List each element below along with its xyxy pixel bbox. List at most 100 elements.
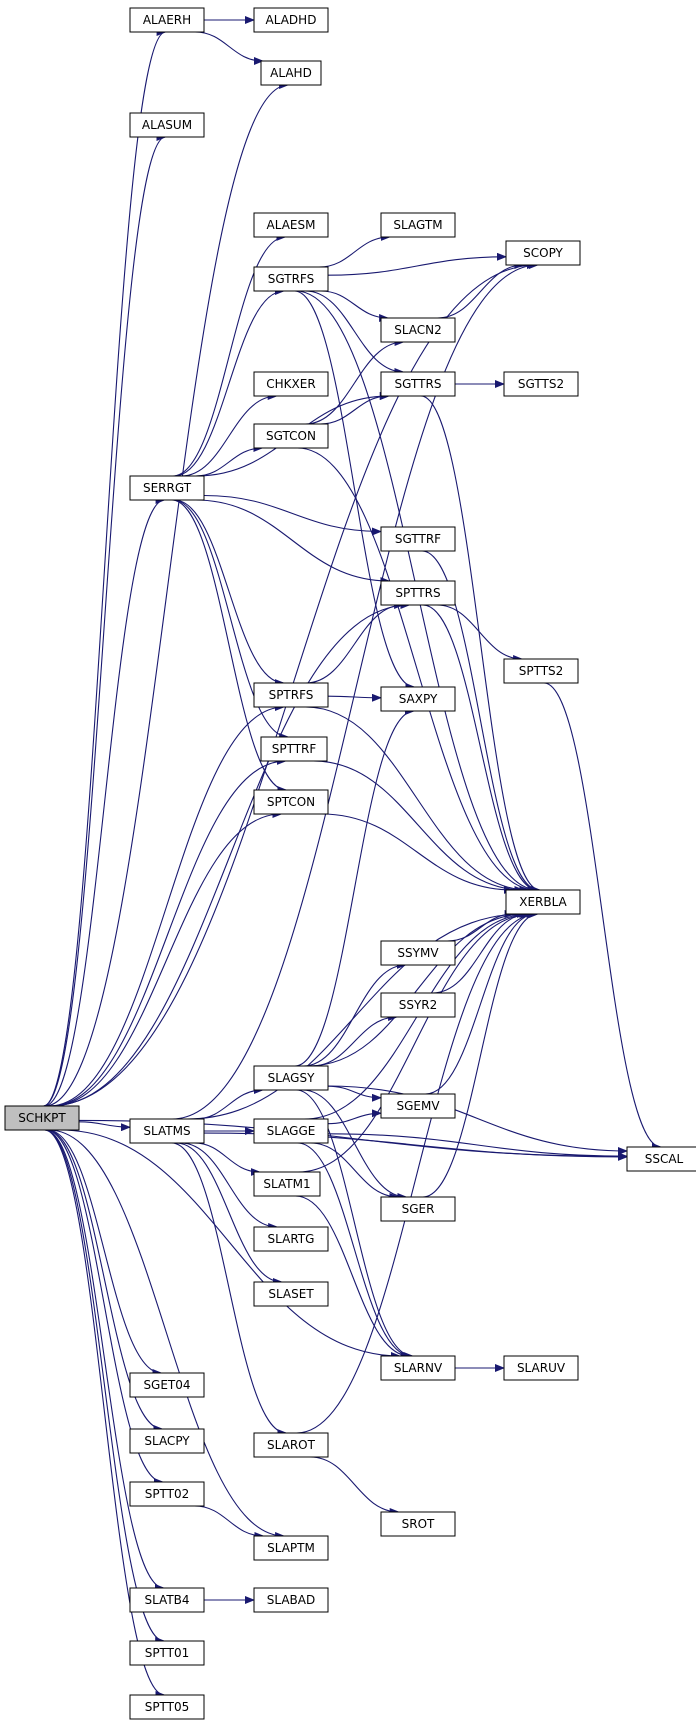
edge-schkpt-to-spttrs — [50, 601, 411, 1107]
node-box-ssymv[interactable] — [380, 940, 456, 966]
node-alaerh[interactable]: ALAERH — [129, 7, 205, 33]
node-slarot[interactable]: SLAROT — [253, 1432, 329, 1458]
edge-sptrfs-to-xerbla — [305, 706, 530, 894]
node-spttrs[interactable]: SPTTRS — [380, 580, 456, 606]
node-box-sptt01[interactable] — [129, 1640, 205, 1666]
node-alasum[interactable]: ALASUM — [129, 112, 205, 138]
node-slabad[interactable]: SLABAD — [253, 1587, 329, 1613]
node-sptts2[interactable]: SPTTS2 — [503, 658, 579, 684]
node-serrgt[interactable]: SERRGT — [129, 475, 205, 501]
node-spttrf[interactable]: SPTTRF — [260, 736, 328, 762]
edge-spttrf-to-xerbla — [313, 760, 525, 894]
node-box-sptt05[interactable] — [129, 1694, 205, 1720]
node-box-serrgt[interactable] — [129, 475, 205, 501]
node-slagge[interactable]: SLAGGE — [253, 1118, 329, 1144]
node-srot[interactable]: SROT — [380, 1511, 456, 1537]
node-aladhd[interactable]: ALADHD — [253, 7, 329, 33]
node-slatb4[interactable]: SLATB4 — [129, 1587, 205, 1613]
node-box-slabad[interactable] — [253, 1587, 329, 1613]
node-sscal[interactable]: SSCAL — [626, 1146, 696, 1172]
node-box-ssyr2[interactable] — [380, 992, 456, 1018]
node-sptt02[interactable]: SPTT02 — [129, 1481, 205, 1507]
node-box-slagtm[interactable] — [380, 212, 456, 238]
node-box-sptcon[interactable] — [253, 789, 329, 815]
node-box-spttrs[interactable] — [380, 580, 456, 606]
node-box-slartg[interactable] — [253, 1226, 329, 1252]
node-schkpt[interactable]: SCHKPT — [4, 1105, 80, 1131]
node-box-slagge[interactable] — [253, 1118, 329, 1144]
node-box-slarot[interactable] — [253, 1432, 329, 1458]
node-slarnv[interactable]: SLARNV — [380, 1355, 456, 1381]
node-box-saxpy[interactable] — [380, 686, 456, 712]
node-box-xerbla[interactable] — [505, 889, 581, 915]
node-scopy[interactable]: SCOPY — [505, 240, 581, 266]
node-box-spttrf[interactable] — [260, 736, 328, 762]
node-slatm1[interactable]: SLATM1 — [253, 1171, 321, 1197]
node-slacpy[interactable]: SLACPY — [129, 1428, 205, 1454]
node-sptcon[interactable]: SPTCON — [253, 789, 329, 815]
node-box-alahd[interactable] — [260, 60, 322, 86]
node-box-aladhd[interactable] — [253, 7, 329, 33]
node-box-alaerh[interactable] — [129, 7, 205, 33]
node-sgttrs[interactable]: SGTTRS — [380, 371, 456, 397]
node-slagsy[interactable]: SLAGSY — [253, 1065, 329, 1091]
edge-slatms-to-slaset — [176, 1142, 283, 1286]
node-box-sgttrs[interactable] — [380, 371, 456, 397]
node-box-sgtts2[interactable] — [503, 371, 579, 397]
node-box-slaruv[interactable] — [503, 1355, 579, 1381]
node-box-alaesm[interactable] — [253, 212, 329, 238]
node-sptt01[interactable]: SPTT01 — [129, 1640, 205, 1666]
node-saxpy[interactable]: SAXPY — [380, 686, 456, 712]
node-box-sptts2[interactable] — [503, 658, 579, 684]
node-box-sgttrf[interactable] — [380, 526, 456, 552]
node-box-srot[interactable] — [380, 1511, 456, 1537]
node-box-slacpy[interactable] — [129, 1428, 205, 1454]
node-box-slagsy[interactable] — [253, 1065, 329, 1091]
node-box-slaptm[interactable] — [253, 1535, 329, 1561]
node-label-sger: SGER — [402, 1202, 435, 1216]
node-label-ssymv: SSYMV — [397, 946, 439, 960]
edge-slatms-to-slartg — [180, 1142, 279, 1231]
node-box-slatm1[interactable] — [253, 1171, 321, 1197]
node-xerbla[interactable]: XERBLA — [505, 889, 581, 915]
node-sgtts2[interactable]: SGTTS2 — [503, 371, 579, 397]
node-box-alasum[interactable] — [129, 112, 205, 138]
node-sgtcon[interactable]: SGTCON — [253, 423, 329, 449]
node-sgtrfs[interactable]: SGTRFS — [253, 266, 329, 292]
node-box-sget04[interactable] — [129, 1372, 205, 1398]
node-slaset[interactable]: SLASET — [253, 1281, 329, 1307]
node-box-sgtrfs[interactable] — [253, 266, 329, 292]
node-sget04[interactable]: SGET04 — [129, 1372, 205, 1398]
node-box-sgtcon[interactable] — [253, 423, 329, 449]
node-chkxer[interactable]: CHKXER — [253, 371, 329, 397]
node-alahd[interactable]: ALAHD — [260, 60, 322, 86]
node-sger[interactable]: SGER — [380, 1196, 456, 1222]
node-box-slatb4[interactable] — [129, 1587, 205, 1613]
node-slacn2[interactable]: SLACN2 — [380, 317, 456, 343]
node-sgttrf[interactable]: SGTTRF — [380, 526, 456, 552]
node-box-slaset[interactable] — [253, 1281, 329, 1307]
node-box-sptt02[interactable] — [129, 1481, 205, 1507]
node-box-sscal[interactable] — [626, 1146, 696, 1172]
node-box-slarnv[interactable] — [380, 1355, 456, 1381]
node-box-slatms[interactable] — [129, 1118, 205, 1144]
node-slaruv[interactable]: SLARUV — [503, 1355, 579, 1381]
node-box-sgemv[interactable] — [380, 1093, 456, 1119]
node-alaesm[interactable]: ALAESM — [253, 212, 329, 238]
edge-slagge-to-slarnv — [297, 1142, 413, 1360]
node-box-sptrfs[interactable] — [253, 682, 329, 708]
node-sgemv[interactable]: SGEMV — [380, 1093, 456, 1119]
node-ssyr2[interactable]: SSYR2 — [380, 992, 456, 1018]
node-slaptm[interactable]: SLAPTM — [253, 1535, 329, 1561]
node-box-chkxer[interactable] — [253, 371, 329, 397]
node-box-schkpt[interactable] — [4, 1105, 80, 1131]
node-slagtm[interactable]: SLAGTM — [380, 212, 456, 238]
node-slartg[interactable]: SLARTG — [253, 1226, 329, 1252]
node-box-scopy[interactable] — [505, 240, 581, 266]
node-sptrfs[interactable]: SPTRFS — [253, 682, 329, 708]
node-ssymv[interactable]: SSYMV — [380, 940, 456, 966]
node-box-slacn2[interactable] — [380, 317, 456, 343]
node-slatms[interactable]: SLATMS — [129, 1118, 205, 1144]
node-sptt05[interactable]: SPTT05 — [129, 1694, 205, 1720]
node-box-sger[interactable] — [380, 1196, 456, 1222]
